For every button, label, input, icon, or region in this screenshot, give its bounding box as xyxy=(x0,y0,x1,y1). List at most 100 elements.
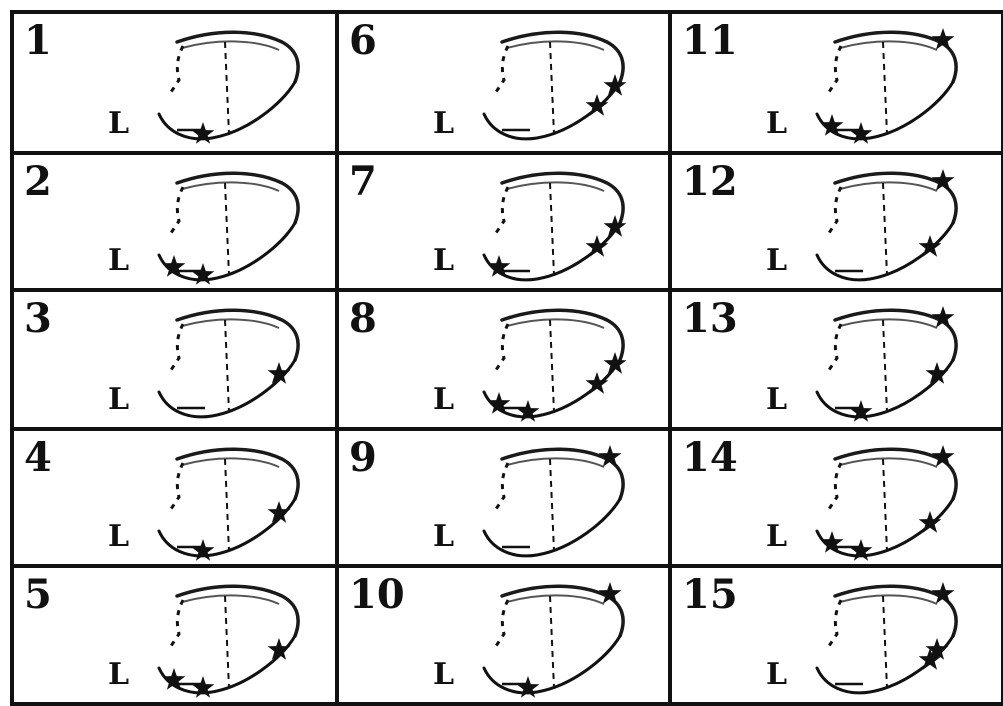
panel-7: 7L xyxy=(337,153,670,290)
septum-outline xyxy=(171,187,183,233)
ventricle-outline xyxy=(817,582,956,693)
axis-dashed-line xyxy=(883,320,887,412)
valve-leaflet-inner xyxy=(507,319,604,328)
panel-number: 1 xyxy=(24,17,52,64)
lesion-star-icon xyxy=(932,306,955,328)
side-label: L xyxy=(433,657,454,692)
side-label: L xyxy=(433,243,454,278)
ventricle-outline xyxy=(484,173,626,280)
septum-outline xyxy=(496,187,508,233)
ventricle-outline xyxy=(484,445,623,556)
panel-number: 7 xyxy=(349,158,377,205)
lesion-star-icon xyxy=(932,582,955,604)
valve-leaflet xyxy=(177,449,298,499)
panel-15: 15L xyxy=(670,566,1003,704)
ventricle-outline xyxy=(817,169,956,280)
axis-dashed-line xyxy=(550,596,554,688)
panel-11: 11L xyxy=(670,12,1003,153)
panel-1: 1L xyxy=(12,12,337,153)
lesion-star-icon xyxy=(932,28,955,50)
panel-number: 12 xyxy=(682,158,738,205)
valve-leaflet-inner xyxy=(840,41,937,50)
lesion-star-icon xyxy=(919,511,942,533)
valve-leaflet-inner xyxy=(182,319,279,328)
side-label: L xyxy=(433,519,454,554)
valve-leaflet-inner xyxy=(507,458,604,467)
septum-outline xyxy=(496,600,508,646)
panel-number: 9 xyxy=(349,434,377,481)
septum-outline xyxy=(829,46,841,92)
valve-leaflet xyxy=(177,32,298,82)
lesion-star-icon xyxy=(586,372,609,394)
lesion-star-icon xyxy=(850,122,873,144)
axis-dashed-line xyxy=(883,596,887,688)
panel-number: 6 xyxy=(349,17,377,64)
lesion-star-icon xyxy=(517,676,540,698)
side-label: L xyxy=(108,382,129,417)
side-label: L xyxy=(433,106,454,141)
septum-outline xyxy=(171,46,183,92)
valve-leaflet-inner xyxy=(507,595,604,604)
valve-leaflet xyxy=(502,173,623,223)
lesion-star-icon xyxy=(192,263,215,285)
axis-dashed-line xyxy=(883,183,887,275)
side-label: L xyxy=(766,243,787,278)
septum-outline xyxy=(496,463,508,509)
panel-5: 5L xyxy=(12,566,337,704)
valve-leaflet-inner xyxy=(507,182,604,191)
valve-leaflet-inner xyxy=(840,458,937,467)
side-label: L xyxy=(108,106,129,141)
lesion-star-icon xyxy=(850,400,873,422)
ventricle-outline xyxy=(159,32,298,143)
valve-leaflet-inner xyxy=(840,319,937,328)
panel-border xyxy=(12,429,337,566)
lesion-star-icon xyxy=(850,539,873,561)
septum-outline xyxy=(496,324,508,370)
ventricle-outline xyxy=(484,582,623,698)
ventricle-outline xyxy=(159,586,298,697)
valve-leaflet-inner xyxy=(507,41,604,50)
valve-leaflet xyxy=(177,173,298,223)
septum-outline xyxy=(829,187,841,233)
axis-dashed-line xyxy=(225,459,229,551)
septum-outline xyxy=(171,324,183,370)
ventricle-outline xyxy=(159,310,298,417)
axis-dashed-line xyxy=(883,459,887,551)
panel-number: 10 xyxy=(349,571,405,618)
panel-number: 8 xyxy=(349,295,377,342)
axis-dashed-line xyxy=(225,42,229,134)
lesion-star-icon xyxy=(932,169,955,191)
panel-10: 10L xyxy=(337,566,670,704)
axis-dashed-line xyxy=(225,596,229,688)
panel-number: 4 xyxy=(24,434,52,481)
ventricle-outline xyxy=(159,173,298,284)
lesion-star-icon xyxy=(192,539,215,561)
panel-12: 12L xyxy=(670,153,1003,290)
panel-3: 3L xyxy=(12,290,337,429)
ventricle-outline xyxy=(817,445,956,561)
ventricle-outline xyxy=(159,449,298,560)
valve-leaflet-inner xyxy=(840,182,937,191)
panel-4: 4L xyxy=(12,429,337,566)
axis-dashed-line xyxy=(225,320,229,412)
valve-leaflet xyxy=(502,32,623,82)
side-label: L xyxy=(766,382,787,417)
panel-number: 2 xyxy=(24,158,52,205)
septum-outline xyxy=(829,600,841,646)
lesion-star-icon xyxy=(919,235,942,257)
valve-leaflet-inner xyxy=(182,458,279,467)
lesion-star-icon xyxy=(932,445,955,467)
side-label: L xyxy=(766,519,787,554)
lesion-star-icon xyxy=(192,122,215,144)
ventricle-outline xyxy=(817,28,956,144)
panel-13: 13L xyxy=(670,290,1003,429)
side-label: L xyxy=(108,243,129,278)
ventricle-outline xyxy=(484,32,626,139)
panel-14: 14L xyxy=(670,429,1003,566)
side-label: L xyxy=(766,657,787,692)
septum-outline xyxy=(829,324,841,370)
side-label: L xyxy=(108,657,129,692)
side-label: L xyxy=(108,519,129,554)
panel-number: 13 xyxy=(682,295,738,342)
